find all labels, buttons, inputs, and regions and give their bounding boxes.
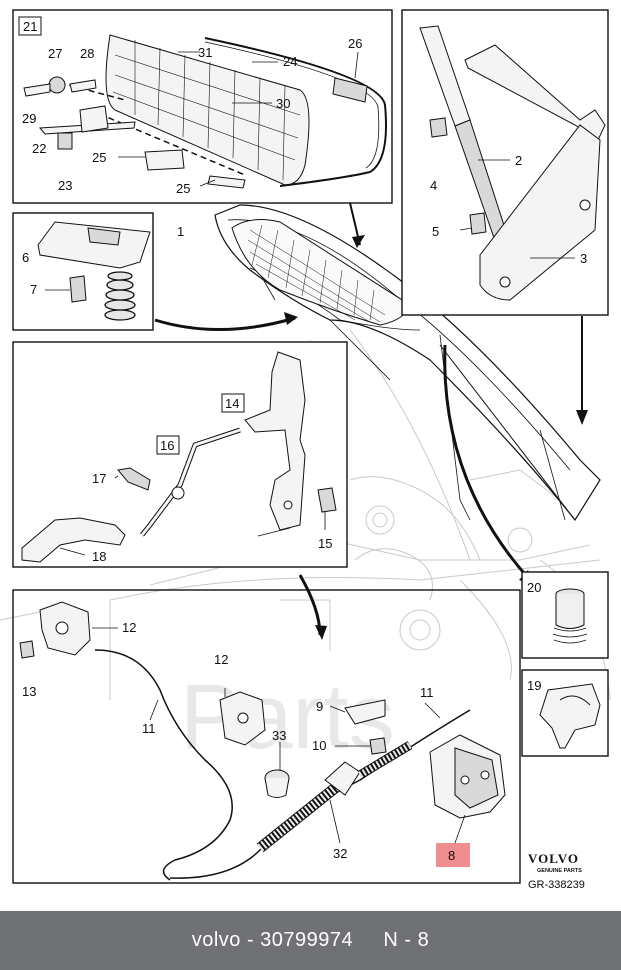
panel-latch-plate: [12, 212, 154, 331]
callout-11-b: 11: [420, 685, 434, 700]
callout-12-a: 12: [122, 620, 136, 635]
callout-31: 31: [198, 45, 212, 60]
callout-11-a: 11: [142, 721, 156, 736]
callout-28: 28: [80, 46, 94, 61]
panel-release-cable: [12, 589, 521, 884]
callout-17: 17: [92, 471, 106, 486]
callout-27: 27: [48, 46, 62, 61]
callout-3: 3: [580, 251, 587, 266]
panel-hood-lock: [12, 341, 348, 568]
callout-2: 2: [515, 153, 522, 168]
footer-part-number: volvo - 30799974 N - 8: [191, 929, 430, 951]
callout-25-a: 25: [92, 150, 106, 165]
callout-33: 33: [272, 728, 286, 743]
reference-code: GR-338239: [528, 879, 585, 891]
callout-24: 24: [283, 54, 297, 69]
brand-name: VOLVO: [528, 851, 579, 866]
group-box-14: [221, 393, 245, 413]
callout-29: 29: [22, 111, 36, 126]
callout-14: 14: [225, 396, 239, 411]
callout-25-b: 25: [176, 181, 190, 196]
callout-20: 20: [527, 580, 541, 595]
callout-15: 15: [318, 536, 332, 551]
callout-7: 7: [30, 282, 37, 297]
callout-5: 5: [432, 224, 439, 239]
parts-diagram: Parts: [0, 9, 611, 891]
footer-bar: volvo - 30799974 N - 8: [0, 911, 621, 970]
hood-grille: [231, 219, 411, 326]
brand-subtitle: GENUINE PARTS: [537, 868, 582, 874]
callout-13: 13: [22, 684, 36, 699]
callout-6: 6: [22, 250, 29, 265]
callout-23: 23: [58, 178, 72, 193]
highlight-box-part-8: [436, 843, 470, 867]
callout-1: 1: [177, 224, 184, 239]
panel-bump-stop: [521, 571, 609, 659]
callout-9: 9: [316, 699, 323, 714]
callout-18: 18: [92, 549, 106, 564]
callout-30: 30: [276, 96, 290, 111]
callout-8: 8: [448, 848, 455, 863]
callout-22: 22: [32, 141, 46, 156]
callout-labels: 21 27 28 31 24 26 30 29 22 25 23 25 2 4 …: [22, 19, 587, 863]
panel-clip: [521, 669, 609, 757]
callout-12-b: 12: [214, 652, 228, 667]
callout-19: 19: [527, 678, 541, 693]
panel-gas-strut: [401, 9, 609, 316]
callout-16: 16: [160, 438, 174, 453]
callout-4: 4: [430, 178, 437, 193]
brand-block: VOLVO GENUINE PARTS GR-338239: [528, 851, 585, 891]
group-box-21: [18, 16, 42, 36]
callout-26: 26: [348, 36, 362, 51]
callout-32: 32: [333, 846, 347, 861]
callout-10: 10: [312, 738, 326, 753]
group-box-16: [156, 435, 180, 455]
panel-grille-parts: [12, 9, 393, 204]
callout-21: 21: [23, 19, 37, 34]
